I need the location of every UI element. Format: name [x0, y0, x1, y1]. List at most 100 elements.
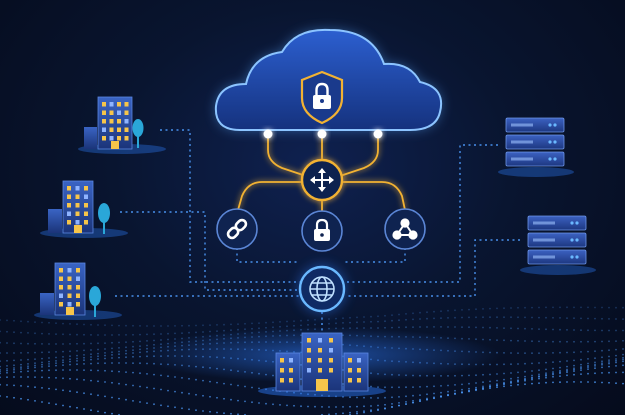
floor-dot	[13, 368, 15, 371]
floor-dot	[622, 348, 624, 350]
server-led	[570, 255, 574, 259]
floor-dot	[153, 339, 155, 342]
floor-dot	[580, 373, 582, 375]
floor-dot	[83, 342, 85, 345]
dotted-connectors	[115, 129, 520, 332]
floor-dot	[524, 352, 526, 354]
floor-dot	[314, 318, 316, 321]
floor-dot	[552, 316, 554, 319]
floor-dot	[0, 383, 1, 386]
building-window	[59, 302, 63, 307]
floor-dot	[216, 324, 218, 326]
floor-dot	[391, 396, 393, 399]
floor-dot	[69, 350, 71, 353]
building-window	[307, 358, 311, 363]
floor-dot	[48, 363, 50, 365]
building-window	[59, 276, 63, 281]
building-window	[76, 285, 80, 290]
floor-dot	[440, 310, 442, 313]
floor-dot	[419, 318, 421, 320]
floor-dot	[258, 402, 260, 404]
floor-dot	[573, 329, 575, 331]
floor-dot	[587, 364, 589, 367]
floor-dot	[363, 411, 365, 414]
floor-dot	[461, 391, 463, 394]
floor-dot	[580, 369, 582, 371]
floor-dot	[370, 385, 372, 388]
floor-dot	[524, 327, 526, 330]
floor-dot	[69, 358, 71, 361]
floor-dot	[391, 406, 393, 408]
floor-dot	[132, 355, 134, 358]
floor-dot	[608, 355, 610, 358]
server-slot	[511, 157, 533, 161]
floor-dot	[69, 360, 71, 363]
floor-dot	[454, 374, 456, 377]
floor-dot	[41, 357, 43, 360]
floor-dot	[370, 397, 372, 399]
building-window	[102, 119, 106, 124]
building-window	[109, 110, 114, 115]
floor-dot	[342, 396, 344, 398]
floor-dot	[440, 391, 442, 394]
floor-dot	[48, 365, 50, 368]
floor-dot	[244, 322, 246, 325]
floor-dot	[615, 306, 617, 309]
floor-dot	[0, 395, 1, 397]
floor-dot	[111, 354, 113, 356]
floor-dot	[62, 361, 64, 364]
floor-dot	[538, 352, 540, 354]
floor-dot	[20, 359, 22, 361]
building-window	[67, 203, 71, 208]
floor-dot	[615, 340, 617, 342]
floor-dot	[286, 391, 288, 393]
building-window	[102, 127, 106, 132]
floor-dot	[111, 324, 113, 327]
floor-dot	[41, 321, 43, 324]
building-window	[280, 378, 284, 383]
floor-dot	[20, 397, 22, 400]
floor-dot	[531, 316, 533, 319]
floor-dot	[125, 341, 127, 343]
floor-dot	[111, 412, 113, 415]
building-window	[318, 358, 322, 363]
floor-dot	[601, 381, 603, 384]
floor-dot	[139, 362, 141, 365]
floor-dot	[573, 367, 575, 370]
building-window	[280, 358, 284, 363]
floor-dot	[69, 323, 71, 325]
floor-dot	[90, 369, 92, 372]
floor-dot	[118, 334, 120, 336]
floor-dot	[69, 363, 71, 366]
floor-dot	[566, 351, 568, 354]
floor-dot	[132, 333, 134, 336]
server-slot	[533, 221, 555, 225]
floor-dot	[139, 333, 141, 336]
floor-dot	[146, 340, 148, 342]
floor-dot	[76, 350, 78, 352]
floor-dot	[377, 409, 379, 411]
building-window	[67, 220, 71, 225]
floor-dot	[62, 389, 64, 392]
floor-dot	[538, 316, 540, 319]
floor-dot	[510, 377, 512, 380]
floor-dot	[433, 397, 435, 399]
floor-dot	[440, 395, 442, 398]
floor-dot	[377, 320, 379, 323]
floor-dot	[370, 315, 372, 318]
floor-dot	[146, 402, 148, 404]
floor-dot	[41, 343, 43, 345]
building-window	[109, 136, 114, 141]
building-window	[348, 368, 352, 373]
floor-dot	[517, 376, 519, 379]
floor-dot	[139, 385, 141, 388]
floor-dot	[13, 367, 15, 369]
floor-dot	[461, 316, 463, 319]
floor-dot	[279, 321, 281, 323]
floor-dot	[538, 328, 540, 330]
floor-dot	[125, 383, 127, 386]
building-window	[329, 358, 333, 363]
floor-dot	[265, 388, 267, 391]
floor-dot	[482, 308, 484, 310]
